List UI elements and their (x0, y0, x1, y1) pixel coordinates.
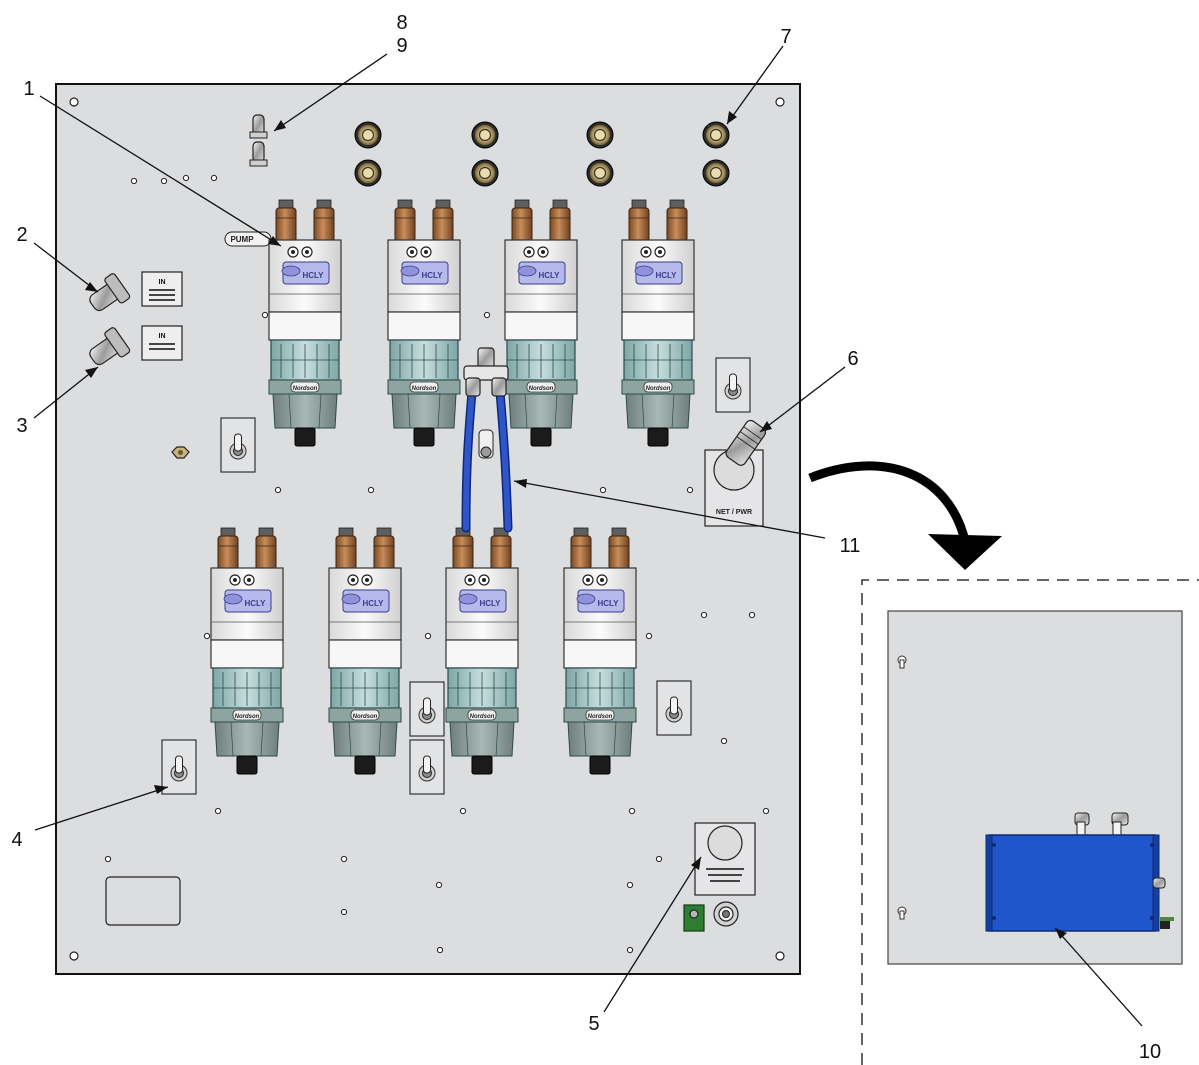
callout-2: 2 (16, 224, 27, 246)
keyhole-slots (897, 655, 907, 920)
callout-8: 8 (396, 12, 407, 34)
callout-labels: 1 2 3 4 5 6 7 8 9 10 11 (11, 12, 1161, 1063)
rear-view-inset (861, 579, 1199, 1065)
callout-1: 1 (23, 78, 34, 100)
callout-4: 4 (11, 829, 22, 851)
blue-enclosure-10 (985, 812, 1174, 932)
air-in-label-2: IN (159, 333, 166, 340)
callout-7: 7 (780, 26, 791, 48)
net-pwr-connector-6: NET / PWR (704, 419, 767, 527)
toggle-switch-right-top (715, 357, 751, 413)
callout-10: 10 (1139, 1041, 1161, 1063)
callout-6: 6 (847, 348, 858, 370)
toggle-switch-item-4 (161, 739, 197, 795)
callout-11: 11 (840, 535, 861, 557)
callout-9: 9 (396, 35, 407, 57)
callout-3: 3 (16, 415, 27, 437)
air-in-label-1: IN (159, 279, 166, 286)
toggle-switch-mid-2 (409, 739, 445, 795)
pump-tag: PUMP (224, 231, 272, 247)
hex-nut (171, 446, 190, 459)
pump-tag-label: PUMP (230, 235, 254, 244)
net-pwr-label: NET / PWR (716, 509, 752, 516)
backplate-panel (55, 83, 801, 975)
vent-valves-8-9 (249, 114, 268, 167)
leader-arrowheads (85, 111, 1067, 939)
rear-view-arrow (808, 461, 1002, 570)
air-inlet-fitting-2: IN (89, 271, 183, 312)
leader-lines (33, 45, 1143, 1027)
air-inlet-fitting-3: IN (89, 325, 183, 366)
callout-5: 5 (588, 1013, 599, 1035)
panel-cutout (105, 876, 181, 926)
corner-holes (69, 97, 785, 961)
blue-tubing-11 (461, 347, 513, 533)
power-inlet-5 (683, 822, 756, 932)
toggle-switch-mid-1 (409, 681, 445, 737)
toggle-switch-left (220, 417, 256, 473)
toggle-switch-right-bottom (656, 680, 692, 736)
